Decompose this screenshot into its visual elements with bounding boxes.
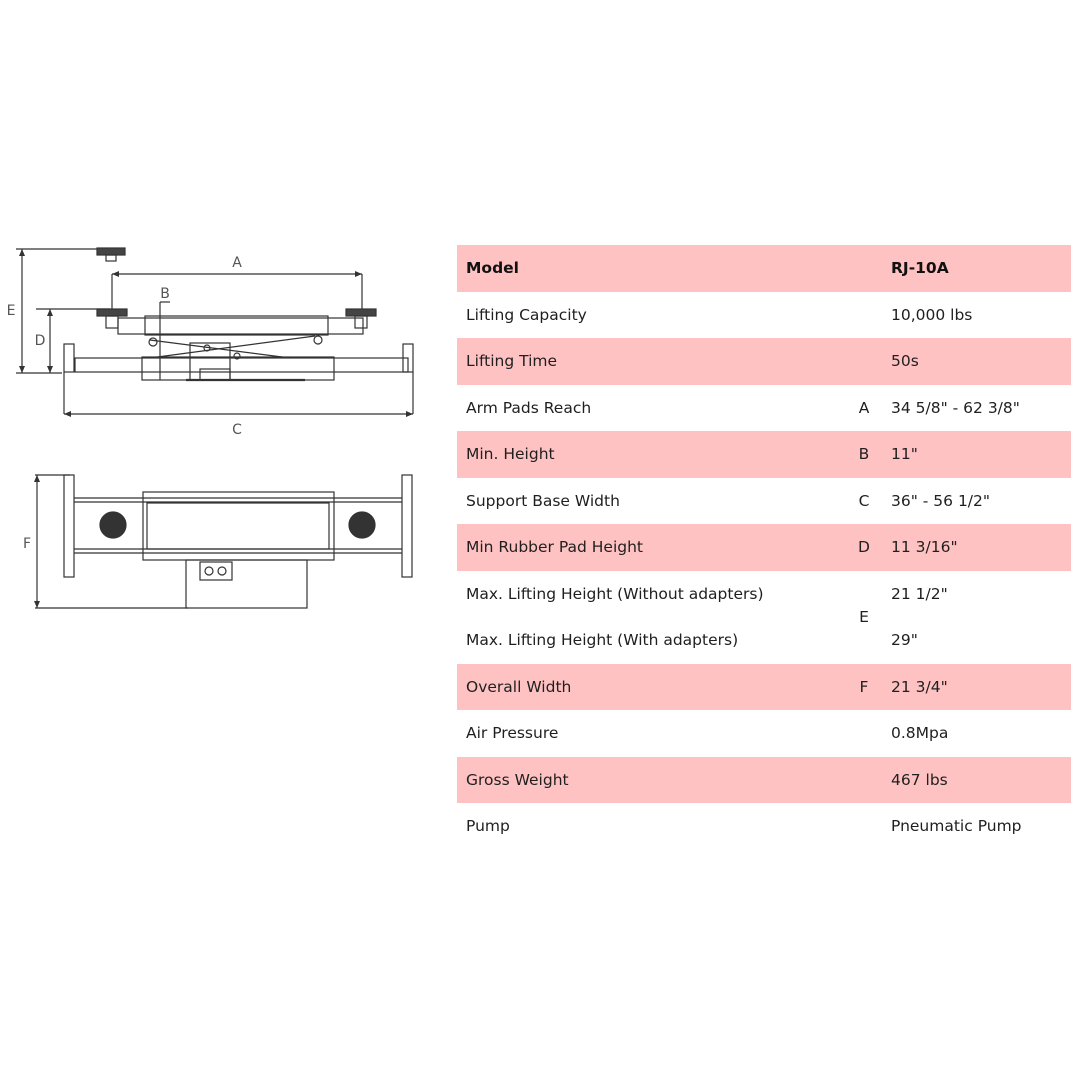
row-value: Pneumatic Pump (891, 817, 1022, 836)
row-label: Gross Weight (466, 770, 569, 789)
row-label: Arm Pads Reach (466, 398, 592, 417)
row-value: 10,000 lbs (891, 305, 973, 324)
header-value: RJ-10A (891, 259, 949, 278)
row-letter: A (858, 398, 870, 417)
table-row: Arm Pads Reach A 34 5/8" - 62 3/8" (457, 385, 1071, 432)
row-label: Min Rubber Pad Height (466, 538, 643, 557)
dim-label-e: E (7, 303, 16, 319)
row-letter: D (858, 538, 870, 557)
table-row: Gross Weight 467 lbs (457, 756, 1071, 803)
row-value: 36" - 56 1/2" (891, 491, 991, 510)
dim-label-d: D (35, 333, 46, 349)
table-row: Lifting Capacity 10,000 lbs (457, 292, 1071, 339)
row-letter: E (859, 608, 869, 626)
row-value: 29" (891, 631, 918, 650)
row-letter: F (859, 677, 869, 696)
dim-label-a: A (232, 255, 242, 271)
row-value: 21 1/2" (891, 584, 948, 603)
table-row: Min Rubber Pad Height D 11 3/16" (457, 524, 1071, 571)
row-value: 50s (891, 352, 919, 371)
row-letter: B (858, 445, 870, 464)
table-row: Min. Height B 11" (457, 431, 1071, 478)
table-row-max-lifting-height: Max. Lifting Height (Without adapters) 2… (457, 571, 1071, 664)
table-row: Overall Width F 21 3/4" (457, 663, 1071, 710)
subrow-without-adapters: Max. Lifting Height (Without adapters) 2… (457, 571, 1071, 618)
row-value: 21 3/4" (891, 677, 948, 696)
row-letter: C (858, 491, 870, 510)
row-label: Pump (466, 817, 510, 836)
subrow-with-adapters: Max. Lifting Height (With adapters) 29" (457, 617, 1071, 664)
row-value: 11 3/16" (891, 538, 958, 557)
dimension-diagram: A B C D E F (0, 240, 430, 620)
row-label: Min. Height (466, 445, 555, 464)
dim-label-f: F (23, 536, 31, 552)
row-value: 467 lbs (891, 770, 948, 789)
table-row: Lifting Time 50s (457, 338, 1071, 385)
row-label: Support Base Width (466, 491, 620, 510)
table-row: Pump Pneumatic Pump (457, 803, 1071, 850)
dim-label-b: B (160, 286, 170, 302)
row-value: 0.8Mpa (891, 724, 949, 743)
row-value: 11" (891, 445, 918, 464)
dim-label-c: C (232, 422, 242, 438)
table-row: Air Pressure 0.8Mpa (457, 710, 1071, 757)
row-label: Air Pressure (466, 724, 559, 743)
row-label: Lifting Capacity (466, 305, 587, 324)
table-header-row: Model RJ-10A (457, 245, 1071, 292)
table-row: Support Base Width C 36" - 56 1/2" (457, 478, 1071, 525)
row-value: 34 5/8" - 62 3/8" (891, 398, 1020, 417)
row-label: Overall Width (466, 677, 572, 696)
row-label: Max. Lifting Height (With adapters) (466, 631, 739, 650)
header-label: Model (466, 259, 519, 278)
jack-drawing: A B C D E F (7, 247, 414, 609)
row-label: Max. Lifting Height (Without adapters) (466, 584, 764, 603)
spec-table: Model RJ-10A Lifting Capacity 10,000 lbs… (457, 245, 1071, 850)
row-label: Lifting Time (466, 352, 558, 371)
